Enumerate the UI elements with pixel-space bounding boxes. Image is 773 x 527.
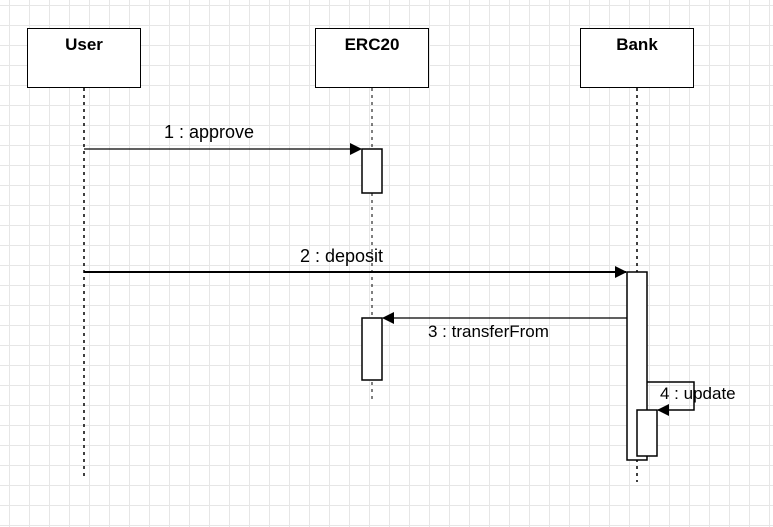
message-label-deposit: 2 : deposit (300, 246, 384, 266)
lifeline-bank-box: Bank (580, 28, 694, 88)
message-label-update: 4 : update (660, 384, 736, 403)
lifeline-erc20-label: ERC20 (344, 35, 400, 54)
message-arrow-update (647, 381, 695, 416)
message-label-approve: 1 : approve (164, 122, 255, 142)
lifeline-user-label: User (65, 35, 103, 54)
activation-bank-update (636, 409, 658, 457)
activation-erc20-approve (361, 148, 383, 194)
lifeline-user-box: User (27, 28, 141, 88)
message-label-transferfrom: 3 : transferFrom (428, 322, 549, 341)
lifeline-erc20-box: ERC20 (315, 28, 429, 88)
lifeline-bank-label: Bank (616, 35, 658, 54)
activation-erc20-transfer (361, 317, 383, 381)
